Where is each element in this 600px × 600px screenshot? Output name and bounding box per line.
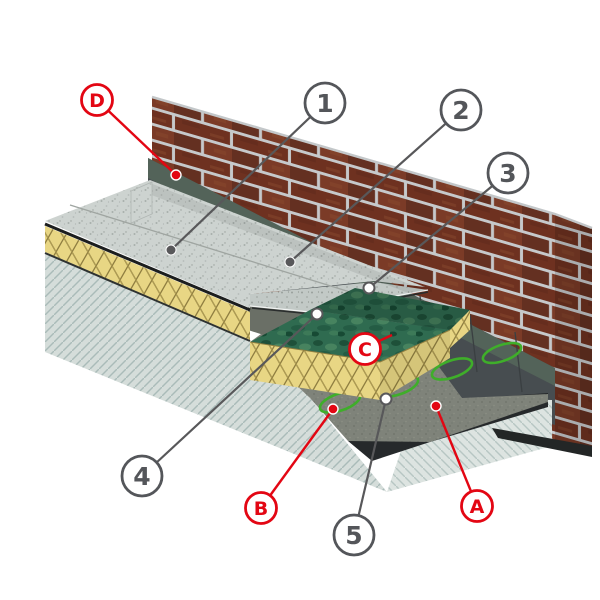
leader-dot-B	[327, 403, 339, 415]
callout-D-label: D	[89, 90, 105, 112]
callout-5[interactable]: 5	[332, 513, 376, 557]
leader-line-3	[368, 172, 509, 289]
under-wall-shadow	[492, 428, 592, 457]
leader-ring-4	[310, 307, 324, 321]
wall-top-edge	[151, 95, 593, 230]
upstand-panel-seam	[469, 314, 478, 373]
callout-A[interactable]: A	[460, 489, 494, 523]
membrane-upstand-cap	[130, 181, 153, 224]
leader-lines	[96, 99, 509, 536]
leader-dot-1	[165, 244, 177, 256]
insulation-front-face	[250, 342, 380, 400]
callout-4-label: 4	[133, 462, 150, 491]
leader-dot-A	[430, 400, 442, 412]
insulation-left-edge	[44, 226, 251, 342]
callout-D[interactable]: D	[80, 83, 114, 117]
leader-dot-D	[170, 169, 182, 181]
callout-1[interactable]: 1	[303, 81, 347, 125]
callout-3[interactable]: 3	[486, 151, 530, 195]
leader-line-1	[170, 102, 326, 251]
callout-1-label: 1	[316, 89, 333, 118]
leader-line-5	[352, 398, 388, 536]
callout-B[interactable]: B	[244, 491, 278, 525]
leader-ring-3	[362, 281, 376, 295]
slab-left-face	[45, 254, 387, 492]
insulation-block-front	[249, 310, 451, 400]
callout-C-label: C	[358, 339, 372, 361]
membrane-front-edge	[44, 222, 251, 312]
membrane-lap-seam	[69, 204, 351, 293]
leader-line-4	[141, 313, 318, 477]
callout-C[interactable]: C	[348, 332, 382, 366]
leader-line-A	[434, 405, 479, 507]
insulation-facer-top	[250, 310, 450, 362]
leader-dot-2	[284, 256, 296, 268]
callout-B-label: B	[254, 498, 268, 520]
callout-2[interactable]: 2	[439, 88, 483, 132]
leader-line-D	[96, 99, 177, 176]
brick-wall-side-face	[555, 214, 592, 455]
callout-3-label: 3	[499, 159, 516, 188]
upstand-panel-seam	[514, 331, 523, 393]
insulation-end-face	[380, 330, 450, 400]
leader-line-2	[289, 109, 462, 263]
insulation-block-rear	[310, 288, 470, 348]
callout-5-label: 5	[345, 521, 362, 550]
leader-line-B	[260, 408, 334, 509]
leader-ring-5	[379, 392, 393, 406]
callout-2-label: 2	[452, 96, 469, 125]
callout-A-label: A	[470, 496, 485, 518]
callout-4[interactable]: 4	[120, 454, 164, 498]
